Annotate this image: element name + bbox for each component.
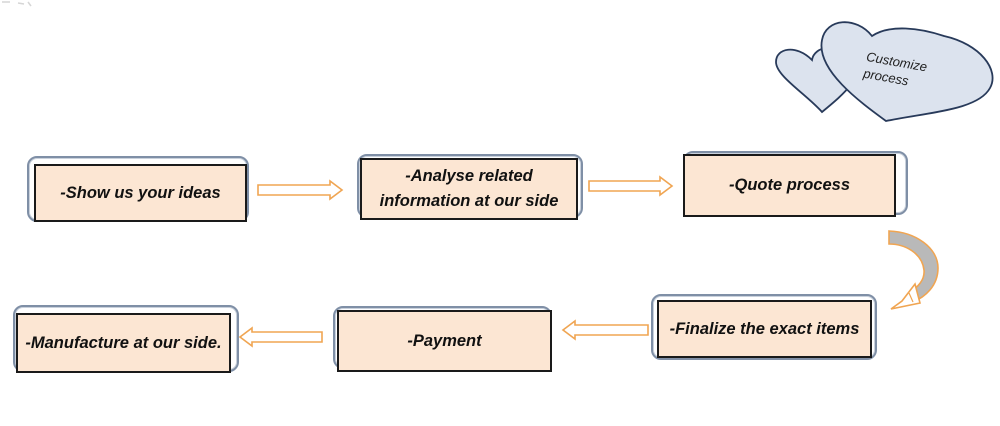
curved-arrow-down [888, 230, 939, 310]
step-card: -Analyse related information at our side [360, 158, 578, 220]
heart-shapes [775, 21, 994, 122]
arrow-left-2 [238, 326, 323, 348]
step-label: -Show us your ideas [60, 183, 221, 202]
step-label-line2: information at our side [379, 192, 559, 210]
step-label: -Finalize the exact items [669, 319, 860, 338]
arrow-right-2 [588, 175, 674, 197]
step-quote: -Quote process [683, 151, 908, 217]
large-heart [820, 21, 994, 122]
step-card: -Payment [337, 310, 552, 372]
arrow-left-1 [561, 319, 649, 341]
step-card: -Finalize the exact items [657, 300, 872, 358]
step-analyse: -Analyse related information at our side [357, 154, 583, 220]
step-card: -Manufacture at our side. [16, 313, 231, 373]
step-label: -Quote process [728, 176, 851, 194]
step-card: -Show us your ideas [34, 164, 247, 222]
step-label-line1: -Analyse related [405, 167, 533, 185]
arrow-right-1 [257, 179, 344, 201]
step-manufacture: -Manufacture at our side. [13, 305, 239, 373]
step-card: -Quote process [683, 154, 896, 217]
step-payment: -Payment [333, 306, 552, 372]
step-label: -Payment [407, 331, 482, 350]
step-finalize: -Finalize the exact items [651, 294, 877, 360]
corner-artifact [2, 1, 32, 7]
step-label: -Manufacture at our side. [25, 333, 222, 352]
step-show-ideas: -Show us your ideas [27, 156, 249, 222]
